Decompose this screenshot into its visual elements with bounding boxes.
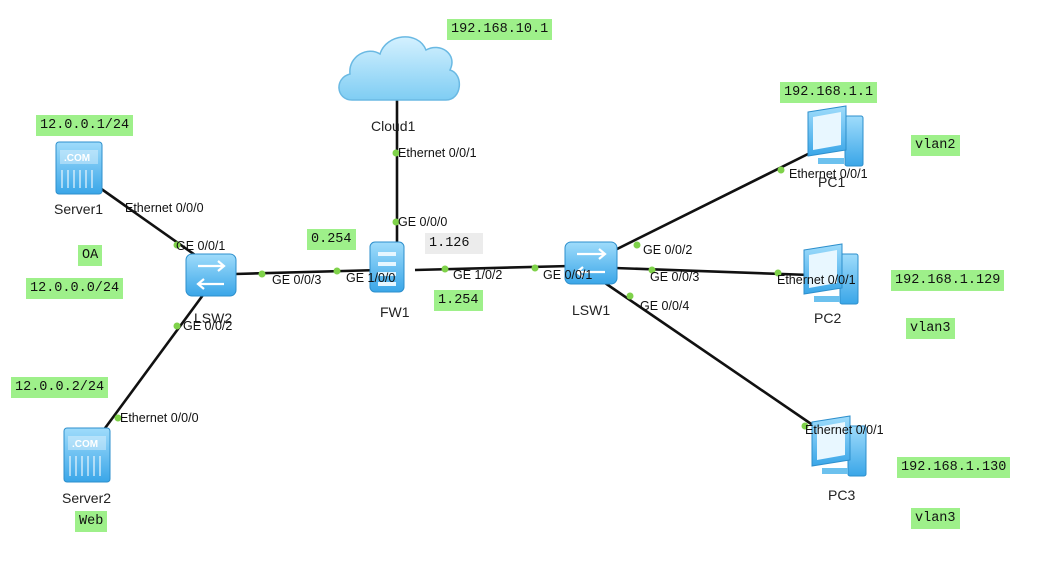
port-dots bbox=[114, 149, 809, 430]
pc3-label: PC3 bbox=[828, 487, 855, 503]
note-cloud-ip: 192.168.10.1 bbox=[447, 19, 553, 40]
note-fw-0254: 0.254 bbox=[307, 229, 356, 250]
port-dot bbox=[258, 270, 266, 278]
cloud1-device[interactable]: Cloud1 bbox=[338, 36, 460, 134]
note-server1-ip: 12.0.0.1/24 bbox=[36, 115, 134, 136]
port-label-lsw1-ge004: GE 0/0/4 bbox=[640, 299, 689, 313]
pc1-device[interactable]: PC1 bbox=[807, 105, 864, 190]
port-label-pc1-eth: Ethernet 0/0/1 bbox=[789, 167, 868, 181]
port-label-fw1-ge102: GE 1/0/2 bbox=[453, 268, 502, 282]
link-lsw1-pc1 bbox=[604, 151, 811, 257]
port-dot bbox=[114, 414, 122, 422]
port-dot bbox=[626, 292, 634, 300]
pc-icon bbox=[803, 243, 859, 305]
link-server2-lsw2 bbox=[98, 294, 205, 436]
port-dot bbox=[173, 241, 181, 249]
link-fw1-lsw1 bbox=[414, 264, 571, 272]
fw1-label: FW1 bbox=[380, 304, 410, 320]
port-dot bbox=[441, 265, 449, 273]
port-label-fw1-ge100: GE 1/0/0 bbox=[346, 271, 395, 285]
port-label-lsw1-ge001: GE 0/0/1 bbox=[543, 268, 592, 282]
server-icon: .COM bbox=[55, 141, 103, 195]
port-dot bbox=[333, 267, 341, 275]
server-icon: .COM bbox=[63, 427, 111, 483]
port-label-server2-eth: Ethernet 0/0/0 bbox=[120, 411, 199, 425]
note-pc1-vlan: vlan2 bbox=[911, 135, 960, 156]
port-label-lsw2-ge001: GE 0/0/1 bbox=[176, 239, 225, 253]
server1-label: Server1 bbox=[54, 201, 103, 217]
lsw1-label: LSW1 bbox=[572, 302, 610, 318]
port-dot bbox=[531, 264, 539, 272]
note-pc3-vlan: vlan3 bbox=[911, 508, 960, 529]
port-label-lsw2-ge003: GE 0/0/3 bbox=[272, 273, 321, 287]
port-dot bbox=[392, 149, 400, 157]
pc3-device[interactable]: PC3 bbox=[811, 415, 867, 503]
link-server1-lsw2 bbox=[99, 186, 206, 264]
svg-text:.COM: .COM bbox=[64, 153, 90, 164]
note-pc3-ip: 192.168.1.130 bbox=[897, 457, 1011, 478]
switch-icon bbox=[564, 241, 618, 285]
switch-icon bbox=[185, 253, 237, 297]
pc1-label: PC1 bbox=[818, 174, 845, 190]
pc2-label: PC2 bbox=[814, 310, 841, 326]
port-dot bbox=[173, 322, 181, 330]
note-pc2-vlan: vlan3 bbox=[906, 318, 955, 339]
fw1-device[interactable]: FW1 bbox=[369, 241, 410, 320]
port-label-lsw2-ge002: GE 0/0/2 bbox=[183, 319, 232, 333]
cloud-icon bbox=[338, 36, 460, 101]
lsw2-device[interactable]: LSW2 bbox=[185, 253, 237, 326]
port-labels: Ethernet 0/0/1 GE 0/0/0 Ethernet 0/0/0 G… bbox=[120, 146, 884, 437]
cloud1-label: Cloud1 bbox=[371, 118, 416, 134]
note-fw-1126: 1.126 bbox=[425, 233, 483, 254]
lsw1-device[interactable]: LSW1 bbox=[564, 241, 618, 318]
lsw2-label: LSW2 bbox=[194, 310, 232, 326]
port-dot bbox=[392, 218, 400, 226]
port-label-pc2-eth: Ethernet 0/0/1 bbox=[777, 273, 856, 287]
port-dot bbox=[801, 422, 809, 430]
firewall-icon bbox=[369, 241, 405, 293]
note-oa-net: 12.0.0.0/24 bbox=[26, 278, 124, 299]
note-server2-ip: 12.0.0.2/24 bbox=[11, 377, 109, 398]
port-label-pc3-eth: Ethernet 0/0/1 bbox=[805, 423, 884, 437]
port-label-fw1-ge000: GE 0/0/0 bbox=[398, 215, 447, 229]
server1-device[interactable]: .COM Server1 bbox=[54, 141, 103, 217]
note-fw-1254: 1.254 bbox=[434, 290, 483, 311]
port-dot bbox=[633, 241, 641, 249]
pc-icon bbox=[807, 105, 864, 167]
port-label-server1-eth: Ethernet 0/0/0 bbox=[125, 201, 204, 215]
svg-text:.COM: .COM bbox=[72, 439, 98, 450]
server2-label: Server2 bbox=[62, 490, 111, 506]
port-label-cloud1-eth: Ethernet 0/0/1 bbox=[398, 146, 477, 160]
pc-icon bbox=[811, 415, 867, 477]
port-label-lsw1-ge003: GE 0/0/3 bbox=[650, 270, 699, 284]
port-dot bbox=[648, 266, 656, 274]
note-oa: OA bbox=[78, 245, 103, 266]
note-pc1-ip: 192.168.1.1 bbox=[780, 82, 878, 103]
pc2-device[interactable]: PC2 bbox=[803, 243, 859, 326]
note-web: Web bbox=[75, 511, 108, 532]
note-pc2-ip: 192.168.1.129 bbox=[891, 270, 1005, 291]
server2-device[interactable]: .COM Server2 bbox=[62, 427, 111, 506]
port-dot bbox=[777, 166, 785, 174]
port-label-lsw1-ge002: GE 0/0/2 bbox=[643, 243, 692, 257]
link-lsw1-pc3 bbox=[604, 281, 821, 432]
port-dot bbox=[774, 269, 782, 277]
